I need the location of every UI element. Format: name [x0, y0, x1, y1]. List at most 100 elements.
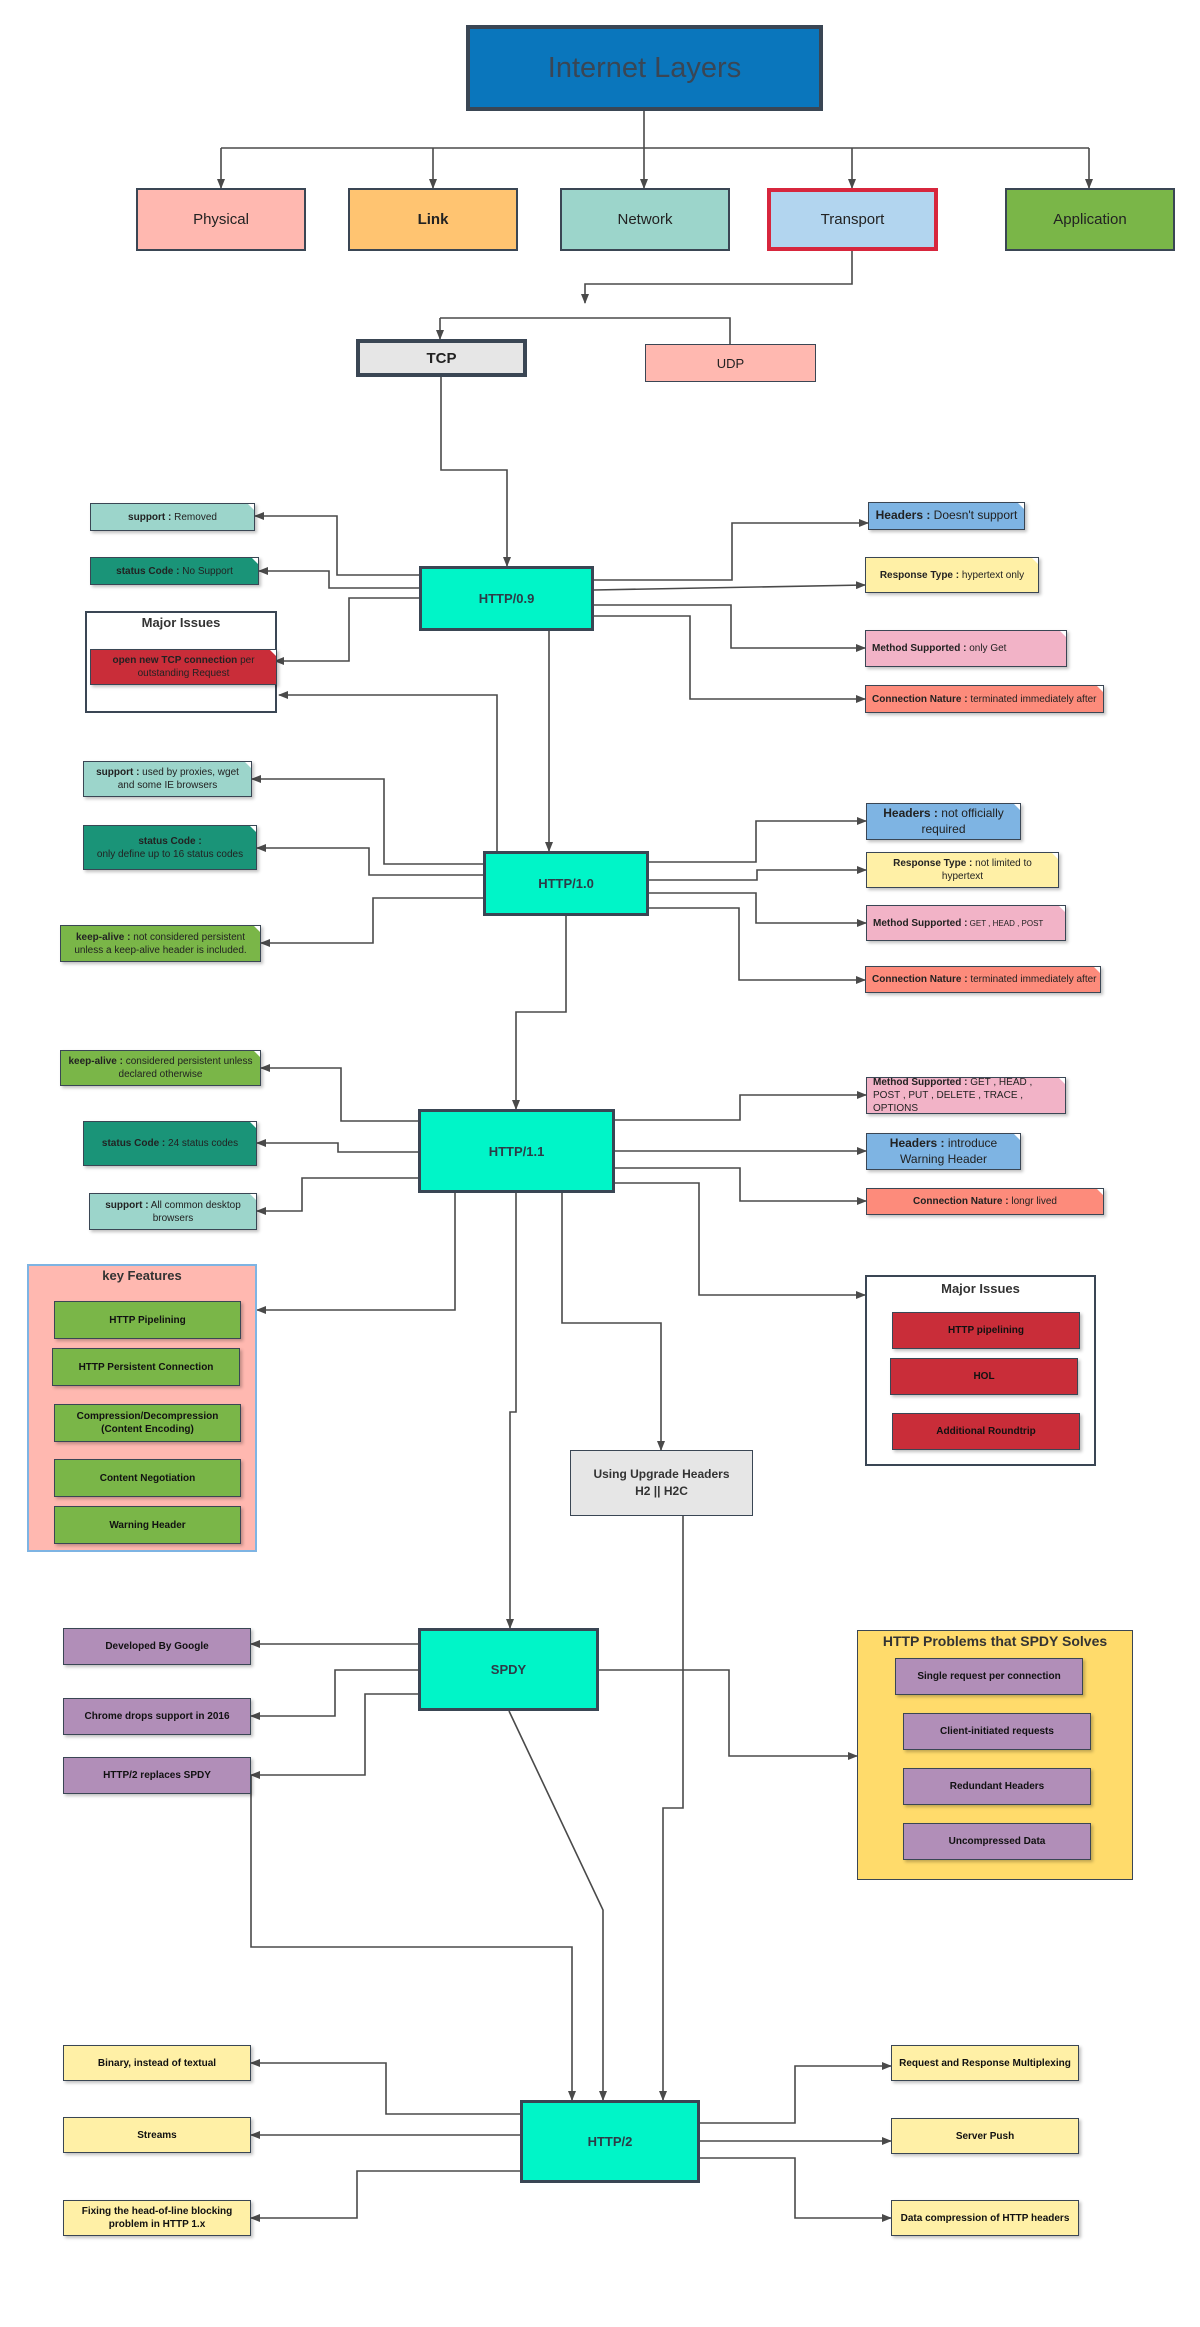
connector [649, 866, 867, 881]
layer-application[interactable]: Application [1005, 188, 1175, 251]
http2-note-binary: Binary, instead of textual [63, 2045, 251, 2081]
connector [700, 2157, 892, 2222]
connector [593, 581, 866, 591]
http09-response-note: Response Type : hypertext only [865, 557, 1039, 593]
feature-item: Content Negotiation [54, 1459, 241, 1497]
http09-status-note: status Code : No Support [90, 557, 259, 585]
connector [508, 1710, 607, 2101]
http11-keepalive-val: considered persistent unless declared ot… [118, 1056, 253, 1080]
connector [250, 2170, 520, 2222]
layer-network-label: Network [617, 211, 673, 228]
layer-link[interactable]: Link [348, 188, 518, 251]
http10-method-note: Method Supported : GET , HEAD , POST [866, 905, 1066, 941]
http09-box[interactable]: HTTP/0.9 [419, 566, 594, 631]
layer-link-label: Link [417, 211, 449, 228]
connector [440, 317, 731, 344]
connector [615, 1167, 867, 1205]
key-features-title: key Features [102, 1268, 182, 1283]
connector [256, 844, 483, 876]
http10-headers-val: not officially required [921, 805, 1004, 836]
http11-method-val: GET , HEAD , POST , PUT , DELETE , TRACE… [873, 1077, 1033, 1114]
connector [256, 1177, 418, 1215]
http10-support-note: support : used by proxies, wget and some… [83, 761, 252, 797]
spdy-note-http2: HTTP/2 replaces SPDY [63, 1757, 251, 1794]
connector [594, 615, 866, 703]
problem-item: Redundant Headers [903, 1768, 1091, 1805]
http11-conn-note: Connection Nature : longr lived [866, 1188, 1104, 1215]
http11-conn-key: Connection Nature : [913, 1196, 1009, 1207]
http10-box[interactable]: HTTP/1.0 [483, 851, 649, 916]
connector [506, 1193, 517, 1629]
http11-support-note: support : All common desktop browsers [89, 1193, 257, 1230]
connector [649, 892, 867, 927]
layer-network[interactable]: Network [560, 188, 730, 251]
http10-keepalive-note: keep-alive : not considered persistent u… [60, 925, 261, 962]
http09-response-key: Response Type : [879, 569, 960, 581]
connector [274, 597, 419, 665]
spdy-problems-title: HTTP Problems that SPDY Solves [882, 1633, 1108, 1649]
udp-box[interactable]: UDP [645, 344, 816, 382]
http10-conn-key: Connection Nature : [872, 974, 968, 985]
upgrade-headers-box[interactable]: Using Upgrade Headers H2 || H2C [570, 1450, 753, 1516]
http10-method-key: Method Supported : [873, 917, 968, 929]
http11-keepalive-note: keep-alive : considered persistent unles… [60, 1050, 261, 1086]
http11-headers-val: introduce Warning Header [900, 1135, 998, 1166]
issue-item: HTTP pipelining [892, 1312, 1080, 1349]
feature-item: Compression/Decompression (Content Encod… [54, 1404, 241, 1442]
http09-conn-note: Connection Nature : terminated immediate… [865, 685, 1104, 713]
http11-box[interactable]: HTTP/1.1 [418, 1109, 615, 1193]
connector [250, 1669, 418, 1720]
http11-method-note: Method Supported : GET , HEAD , POST , P… [866, 1077, 1066, 1114]
connector [599, 1669, 858, 1760]
http2-note-compression: Data compression of HTTP headers [891, 2200, 1079, 2236]
http11-keepalive-key: keep-alive : [68, 1056, 123, 1067]
connector [581, 251, 853, 304]
spdy-note-google: Developed By Google [63, 1628, 251, 1665]
connector [256, 1193, 456, 1314]
http2-box[interactable]: HTTP/2 [520, 2100, 700, 2183]
problem-item: Client-initiated requests [903, 1713, 1091, 1750]
layer-transport-label: Transport [820, 211, 885, 228]
http09-issue-val: per outstanding Request [137, 655, 255, 679]
page-title: Internet Layers [466, 25, 823, 111]
connector [260, 1064, 418, 1122]
http09-support-val: Removed [171, 511, 217, 523]
http09-major-issues-panel: Major Issues open new TCP connection per… [85, 611, 277, 713]
http11-status-note: status Code : 24 status codes [83, 1121, 257, 1166]
http09-headers-note: Headers : Doesn't support [868, 502, 1025, 530]
spdy-problems-panel: HTTP Problems that SPDY Solves Single re… [857, 1630, 1133, 1880]
connector [260, 897, 483, 947]
key-features-panel: key Features HTTP Pipelining HTTP Persis… [27, 1264, 257, 1552]
layer-physical-label: Physical [193, 211, 249, 228]
http10-status-key: status Code : [138, 835, 202, 847]
http11-status-val: 24 status codes [165, 1138, 239, 1149]
connector [250, 1693, 418, 1779]
connector [251, 775, 483, 865]
http11-method-key: Method Supported : [873, 1077, 968, 1088]
problem-item: Single request per connection [895, 1658, 1083, 1695]
http09-conn-key: Connection Nature : [872, 693, 968, 705]
spdy-box[interactable]: SPDY [418, 1628, 599, 1711]
connector [594, 604, 866, 652]
http09-issue-key: open new TCP connection [112, 655, 238, 666]
http10-headers-note: Headers : not officially required [866, 803, 1021, 840]
feature-item: Warning Header [54, 1506, 241, 1544]
problem-item: Uncompressed Data [903, 1823, 1091, 1860]
http2-note-hol: Fixing the head-of-line blocking problem… [63, 2200, 251, 2236]
http11-major-issues-title: Major Issues [941, 1281, 1020, 1296]
http11-headers-key: Headers : [889, 1135, 945, 1150]
tcp-box[interactable]: TCP [356, 339, 527, 377]
http11-support-val: All common desktop browsers [148, 1199, 241, 1224]
connector [512, 916, 567, 1110]
connector [594, 519, 869, 581]
http10-label: HTTP/1.0 [538, 876, 594, 891]
connector [256, 1139, 418, 1153]
connector [649, 907, 866, 984]
http09-support-key: support : [128, 511, 172, 523]
http11-status-key: status Code : [101, 1138, 166, 1149]
http09-status-key: status Code : [116, 565, 180, 577]
layer-physical[interactable]: Physical [136, 188, 306, 251]
http09-major-issues-title: Major Issues [141, 615, 221, 630]
layer-transport[interactable]: Transport [767, 188, 938, 251]
